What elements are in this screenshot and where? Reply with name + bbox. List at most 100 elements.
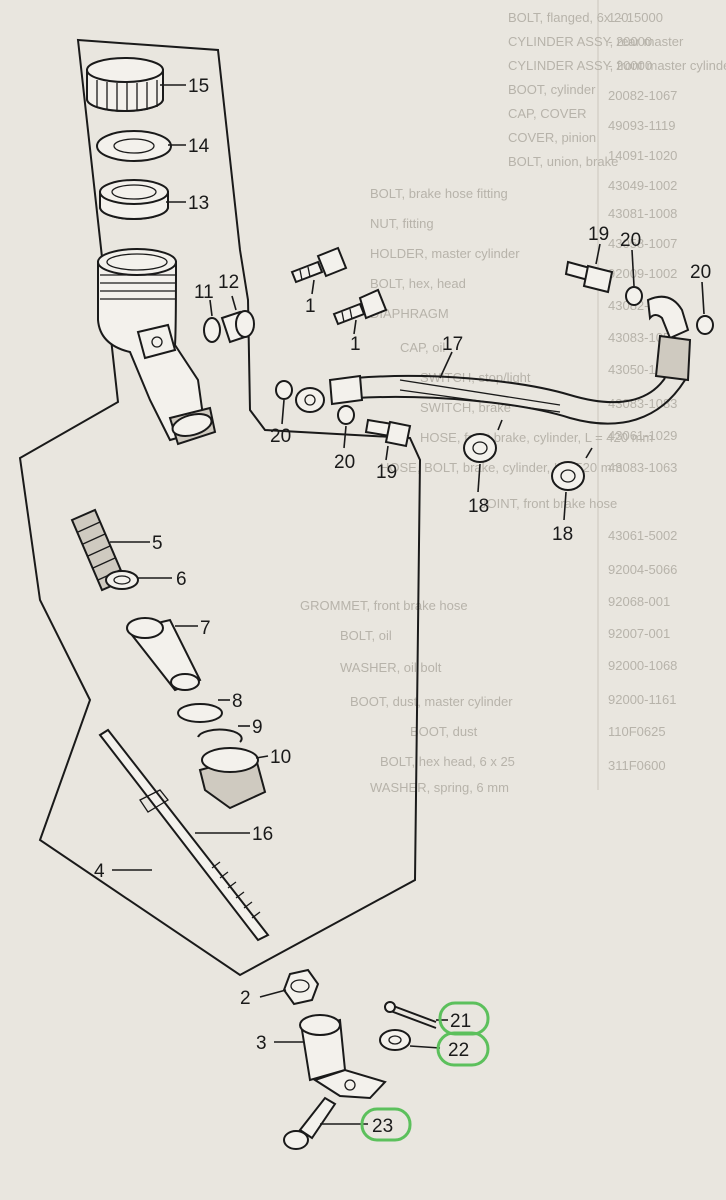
banjo-bolt-left bbox=[364, 418, 412, 448]
bg-partno-10: 92009-1002 bbox=[608, 266, 677, 281]
highlight-ring-22 bbox=[436, 1031, 490, 1067]
bg-partno-22: 92000-1161 bbox=[608, 692, 676, 707]
dust-boot bbox=[198, 747, 267, 810]
bg-partno-5: 49093-1119 bbox=[608, 118, 675, 133]
bg-desc-8: BOLT, brake hose fitting bbox=[370, 186, 508, 201]
callout-2: 2 bbox=[240, 988, 251, 1009]
o-ring bbox=[203, 317, 221, 343]
master-cylinder-body bbox=[97, 248, 217, 446]
callout-20-right-lower: 20 bbox=[690, 262, 711, 283]
callout-10: 10 bbox=[270, 747, 291, 768]
bg-desc-4: BOOT, cylinder bbox=[508, 82, 596, 97]
callout-20-left-upper: 20 bbox=[270, 426, 291, 447]
grommet-arrow-left bbox=[497, 419, 503, 431]
bg-desc-11: BOLT, hex, head bbox=[370, 276, 466, 291]
callout-13: 13 bbox=[188, 193, 209, 214]
lock-nut bbox=[282, 968, 320, 1006]
bg-partno-19: 92068-001 bbox=[608, 594, 670, 609]
banjo-bolt-right bbox=[564, 260, 614, 294]
callout-19-left: 19 bbox=[376, 462, 397, 483]
hose-grommet-left bbox=[463, 433, 497, 463]
callout-20-right-upper: 20 bbox=[620, 230, 641, 251]
bg-partno-3: - 20000 bbox=[608, 58, 652, 73]
push-rod bbox=[98, 728, 270, 942]
bolt-1-upper bbox=[290, 246, 348, 284]
callout-12: 12 bbox=[218, 272, 239, 293]
bg-partno-1: 1 - 15000 bbox=[608, 10, 663, 25]
hose-grommet-right bbox=[551, 461, 585, 491]
bolt-1-lower bbox=[332, 288, 388, 326]
assembly-outline bbox=[18, 38, 422, 977]
bg-desc-13: CAP, oil bbox=[400, 340, 445, 355]
bg-desc-2: CYLINDER ASSY, rear master bbox=[508, 34, 684, 49]
callout-11: 11 bbox=[194, 282, 214, 303]
highlight-rings bbox=[360, 1001, 490, 1142]
callout-20-left-lower: 20 bbox=[334, 452, 355, 473]
bg-desc-18: JOINT, front brake hose bbox=[480, 496, 617, 511]
reservoir-fitting bbox=[220, 310, 255, 344]
bg-partno-8: 43081-1008 bbox=[608, 206, 677, 221]
callout-labels: 15 14 13 11 12 1 1 17 19 20 20 20 20 19 … bbox=[94, 76, 711, 1137]
bg-desc-21: WASHER, oil bolt bbox=[340, 660, 442, 675]
piston bbox=[126, 617, 202, 692]
hose-fitting-left bbox=[295, 374, 364, 413]
callout-3: 3 bbox=[256, 1033, 267, 1054]
hose-fitting-right bbox=[646, 295, 692, 382]
bg-desc-7: BOLT, union, brake bbox=[508, 154, 618, 169]
callout-15: 15 bbox=[188, 76, 209, 97]
bg-desc-19: GROMMET, front brake hose bbox=[300, 598, 468, 613]
callout-21: 21 bbox=[450, 1011, 471, 1032]
bg-desc-22: BOOT, dust, master cylinder bbox=[350, 694, 513, 709]
bg-partno-14: 43083-1083 bbox=[608, 396, 677, 411]
bg-partno-6: 14091-1020 bbox=[608, 148, 677, 163]
cotter-pin bbox=[384, 1001, 437, 1029]
bg-desc-3: CYLINDER ASSY, front master cylinder bbox=[508, 58, 726, 73]
bg-desc-17: HOSE, BOLT, brake, cylinder, L = 520 mm bbox=[380, 460, 622, 475]
callout-16: 16 bbox=[252, 824, 273, 845]
bg-desc-10: HOLDER, master cylinder bbox=[370, 246, 520, 261]
callout-14: 14 bbox=[188, 136, 210, 157]
bg-partno-4: 20082-1067 bbox=[608, 88, 677, 103]
reservoir-cap bbox=[86, 57, 164, 112]
callout-18-left: 18 bbox=[468, 496, 489, 517]
bg-partno-24: 311F0600 bbox=[608, 758, 666, 773]
bg-desc-6: COVER, pinion bbox=[508, 130, 596, 145]
grommet-arrow-right bbox=[585, 447, 593, 459]
callout-5: 5 bbox=[152, 533, 163, 554]
washer-left-lower bbox=[337, 405, 355, 425]
washer-left-upper bbox=[275, 380, 293, 400]
bg-partno-18: 92004-5066 bbox=[608, 562, 677, 577]
bg-partno-16: 43083-1063 bbox=[608, 460, 677, 475]
bg-partno-23: 110F0625 bbox=[608, 724, 666, 739]
callout-22: 22 bbox=[448, 1040, 469, 1061]
callout-23: 23 bbox=[372, 1116, 393, 1137]
piston-stop-washer bbox=[177, 703, 223, 723]
callout-7: 7 bbox=[200, 618, 211, 639]
callout-4: 4 bbox=[94, 861, 105, 882]
bg-desc-9: NUT, fitting bbox=[370, 216, 434, 231]
clevis bbox=[299, 1014, 387, 1100]
callout-8: 8 bbox=[232, 691, 243, 712]
callout-1-upper: 1 bbox=[305, 296, 316, 317]
clevis-washer bbox=[379, 1029, 411, 1051]
leader-lines bbox=[110, 84, 705, 1125]
primary-cup bbox=[105, 570, 139, 590]
bg-partno-2: - 20000 bbox=[608, 34, 652, 49]
bg-desc-24: BOLT, hex head, 6 x 25 bbox=[380, 754, 515, 769]
bg-partno-17: 43061-5002 bbox=[608, 528, 677, 543]
bg-partno-9: 43058-1007 bbox=[608, 236, 677, 251]
brake-hose bbox=[354, 375, 686, 425]
callout-19-right: 19 bbox=[588, 224, 609, 245]
callout-18-right: 18 bbox=[552, 524, 573, 545]
bg-desc-5: CAP, COVER bbox=[508, 106, 587, 121]
callout-17: 17 bbox=[442, 334, 463, 355]
callout-1-lower: 1 bbox=[350, 334, 361, 355]
bg-partno-21: 92000-1068 bbox=[608, 658, 677, 673]
bg-partno-20: 92007-001 bbox=[608, 626, 670, 641]
bg-desc-12: DIAPHRAGM bbox=[370, 306, 449, 321]
callout-9: 9 bbox=[252, 717, 263, 738]
bg-desc-15: SWITCH, brake bbox=[420, 400, 511, 415]
circlip bbox=[197, 728, 243, 743]
